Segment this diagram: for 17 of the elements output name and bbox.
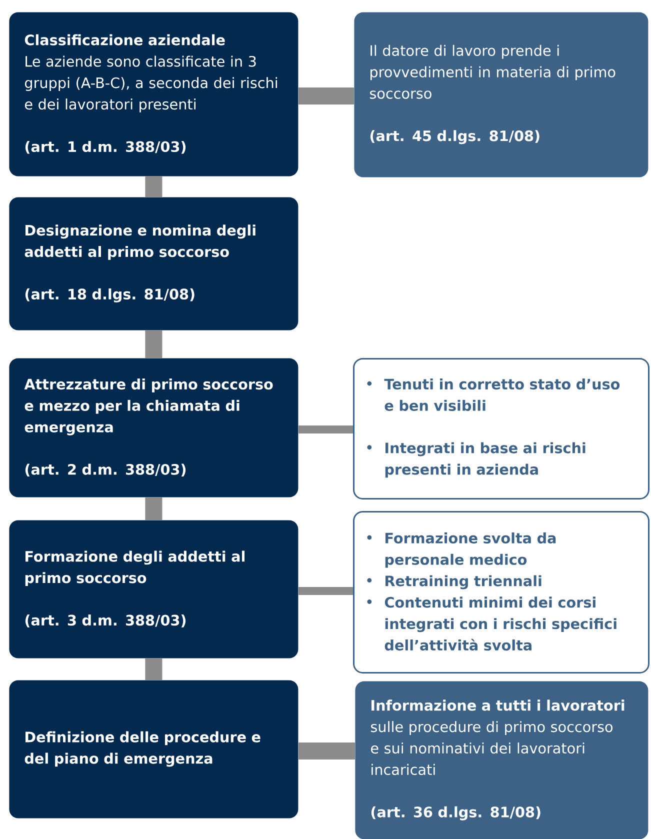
connector-bar: [145, 176, 162, 197]
connector-bar: [145, 497, 162, 520]
connector-bar: [298, 587, 353, 595]
connector-bar: [145, 658, 162, 680]
connector-bar: [298, 426, 353, 434]
bullet-box: Tenuti in corretto stato d’uso e ben visibili Integrati in base ai rischi presenti in azienda: [353, 358, 650, 500]
process-box: Definizione delle procedure e del piano di emergenza: [9, 680, 298, 818]
note-box: Informazione a tutti i lavoratori sulle procedure di primo soccorso e sui nominativi dei lavoratori incaricati (art. 36 d.lgs. 81/08): [355, 681, 648, 839]
process-box: Classificazione aziendale Le aziende sono classificate in 3 gruppi (A-B-C), a seconda dei rischi e dei lavoratori presenti (art. 1 d.m. 388/03): [9, 12, 298, 176]
note-box: Il datore di lavoro prende i provvedimenti in materia di primo soccorso (art. 45 d.lgs. 81/08): [354, 12, 648, 178]
process-box: Designazione e nomina degli addetti al primo soccorso (art. 18 d.lgs. 81/08): [9, 197, 298, 330]
process-box: Attrezzature di primo soccorso e mezzo per la chiamata di emergenza (art. 2 d.m. 388/03): [9, 358, 298, 498]
process-box: Formazione degli addetti al primo soccorso (art. 3 d.m. 388/03): [9, 520, 298, 658]
connector-bar: [298, 742, 355, 760]
bullet-box: Formazione svolta da personale medico Retraining triennali Contenuti minimi dei corsi integrati con i rischi specifici dell’attività svolta: [353, 511, 650, 674]
connector-bar: [298, 88, 354, 104]
connector-bar: [145, 330, 162, 358]
